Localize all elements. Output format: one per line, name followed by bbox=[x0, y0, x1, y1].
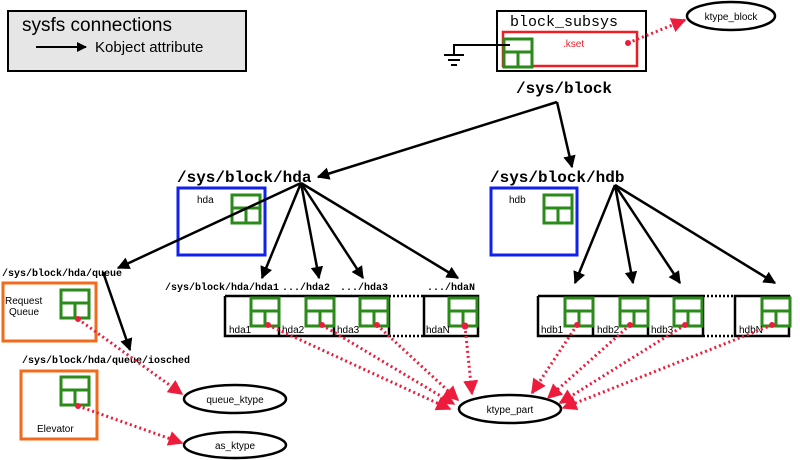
kset-kobject-icon bbox=[502, 37, 534, 69]
hdb1-kobject-icon bbox=[563, 296, 595, 328]
hda-arrows bbox=[116, 181, 460, 280]
kset-label: .kset bbox=[563, 39, 584, 50]
as-ktype-label: as_ktype bbox=[215, 441, 255, 452]
ktype-block-label: ktype_block bbox=[705, 12, 759, 23]
elevator-kobject-icon bbox=[59, 375, 91, 407]
hda1-label: hda1 bbox=[229, 325, 252, 336]
sys-block-path: /sys/block bbox=[516, 80, 612, 98]
hdb3-label: hdb3 bbox=[651, 325, 674, 336]
ground-wire bbox=[453, 44, 510, 54]
hda3-kobject-icon bbox=[358, 296, 390, 328]
legend-title: sysfs connections bbox=[22, 15, 172, 36]
hdb3-kobject-icon bbox=[672, 296, 704, 328]
iosched-path: /sys/block/hda/queue/iosched bbox=[22, 355, 190, 367]
hdb-kobject-icon bbox=[542, 193, 574, 225]
arrow-block-hda bbox=[316, 100, 558, 180]
hda-partitions bbox=[223, 294, 480, 338]
hda1-kobject-icon bbox=[249, 296, 281, 328]
arrow-block-hdb bbox=[555, 101, 576, 169]
legend-entry-label: Kobject attribute bbox=[95, 39, 203, 56]
block-subsys: block_subsys .kset /sys/block bbox=[444, 10, 647, 98]
legend: sysfs connections Kobject attribute bbox=[7, 10, 247, 72]
hdaN-kobject-icon bbox=[447, 296, 479, 328]
queue-ktype-pointer bbox=[77, 317, 184, 396]
hdbN-label: hdbN bbox=[739, 325, 763, 336]
legend-box bbox=[7, 10, 247, 72]
hdaN-path: .../hdaN bbox=[427, 282, 475, 294]
hda2-kobject-icon bbox=[304, 296, 336, 328]
hdb-label: hdb bbox=[509, 195, 526, 206]
queue-ktype-label: queue_ktype bbox=[206, 395, 264, 406]
block-subsys-label: block_subsys bbox=[510, 14, 618, 31]
hda-label: hda bbox=[197, 195, 214, 206]
queue-kobject-icon bbox=[59, 288, 91, 320]
hdb2-label: hdb2 bbox=[597, 325, 620, 336]
kset-ktype-pointer bbox=[627, 18, 687, 45]
as-ktype-pointer bbox=[77, 404, 184, 446]
ktype-part-node bbox=[457, 393, 563, 425]
hdb-partitions bbox=[536, 294, 792, 338]
hda1-path: /sys/block/hda/hda1 bbox=[165, 282, 279, 294]
hdb-arrows bbox=[573, 183, 777, 285]
queue-ktype-node bbox=[182, 383, 288, 415]
hda3-path: .../hda3 bbox=[340, 282, 388, 294]
ktype-block-node bbox=[685, 0, 777, 32]
request-queue-label-1: Request bbox=[5, 296, 42, 307]
request-queue-label-2: Queue bbox=[9, 307, 39, 318]
queue-path: /sys/block/hda/queue bbox=[2, 268, 122, 280]
hdaN-label: hdaN bbox=[426, 325, 450, 336]
partition-pointers bbox=[265, 322, 775, 411]
hdb2-kobject-icon bbox=[618, 296, 650, 328]
hdb-path: /sys/block/hdb bbox=[490, 169, 624, 187]
hdb1-label: hdb1 bbox=[541, 325, 564, 336]
hdbN-kobject-icon bbox=[760, 296, 792, 328]
hda-path: /sys/block/hda bbox=[177, 169, 312, 187]
as-ktype-node bbox=[182, 430, 288, 460]
hda3-label: hda3 bbox=[337, 325, 360, 336]
hda2-path: .../hda2 bbox=[282, 282, 330, 294]
ktype-part-label: ktype_part bbox=[487, 405, 534, 416]
elevator-label: Elevator bbox=[37, 424, 74, 435]
hda2-label: hda2 bbox=[282, 325, 305, 336]
arrow-queue-iosched bbox=[101, 271, 133, 352]
